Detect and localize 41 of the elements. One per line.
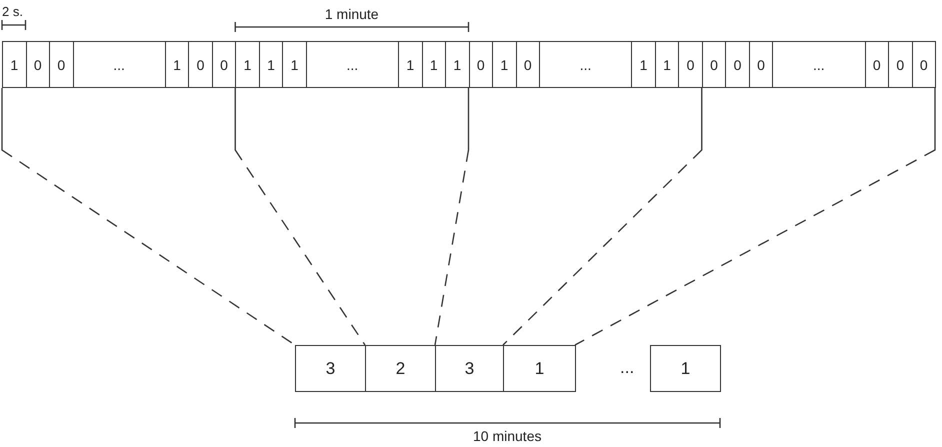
bit-cell: 0 <box>702 41 726 88</box>
bit-cell: 1 <box>631 41 656 88</box>
bit-cell: 0 <box>188 41 213 88</box>
bit-cell: 0 <box>864 41 889 88</box>
bit-cell: 1 <box>445 41 470 88</box>
projection-line <box>502 88 702 346</box>
dimension-label: 10 minutes <box>473 428 542 444</box>
bit-cell: 0 <box>912 41 936 88</box>
bit-cell: 0 <box>212 41 236 88</box>
bit-cell: ... <box>306 41 399 88</box>
projection-line <box>434 88 470 346</box>
count-box: 3 <box>295 345 366 392</box>
projection-line <box>574 88 936 346</box>
bit-cell: ... <box>772 41 866 88</box>
bit-cell: 0 <box>888 41 912 88</box>
bit-cell: 0 <box>468 41 493 88</box>
count-box: 2 <box>365 345 436 392</box>
bit-cell: 1 <box>422 41 446 88</box>
bit-cell: 0 <box>748 41 774 88</box>
bit-cell: ... <box>539 41 632 88</box>
bit-cell: 1 <box>282 41 307 88</box>
bit-cell: 1 <box>164 41 190 88</box>
count-box: 3 <box>435 345 504 392</box>
projection-line <box>234 88 366 346</box>
dimension-label: 1 minute <box>324 6 379 22</box>
count-box: 1 <box>650 345 721 392</box>
bit-cell: 1 <box>2 41 26 88</box>
bit-cell: 1 <box>398 41 422 88</box>
bit-cell: 1 <box>235 41 260 88</box>
bit-cell: 1 <box>492 41 516 88</box>
bit-cell: ... <box>72 41 166 88</box>
ellipsis-text: ... <box>620 358 634 378</box>
bit-cell: 0 <box>516 41 540 88</box>
bit-cell: 1 <box>654 41 680 88</box>
dimension-label: 2 s. <box>2 4 23 19</box>
bit-cell: 1 <box>258 41 284 88</box>
bit-cell: 0 <box>725 41 750 88</box>
count-box: 1 <box>503 345 576 392</box>
bit-cell: 0 <box>678 41 703 88</box>
bit-cell: 0 <box>26 41 50 88</box>
bit-cell: 0 <box>49 41 74 88</box>
